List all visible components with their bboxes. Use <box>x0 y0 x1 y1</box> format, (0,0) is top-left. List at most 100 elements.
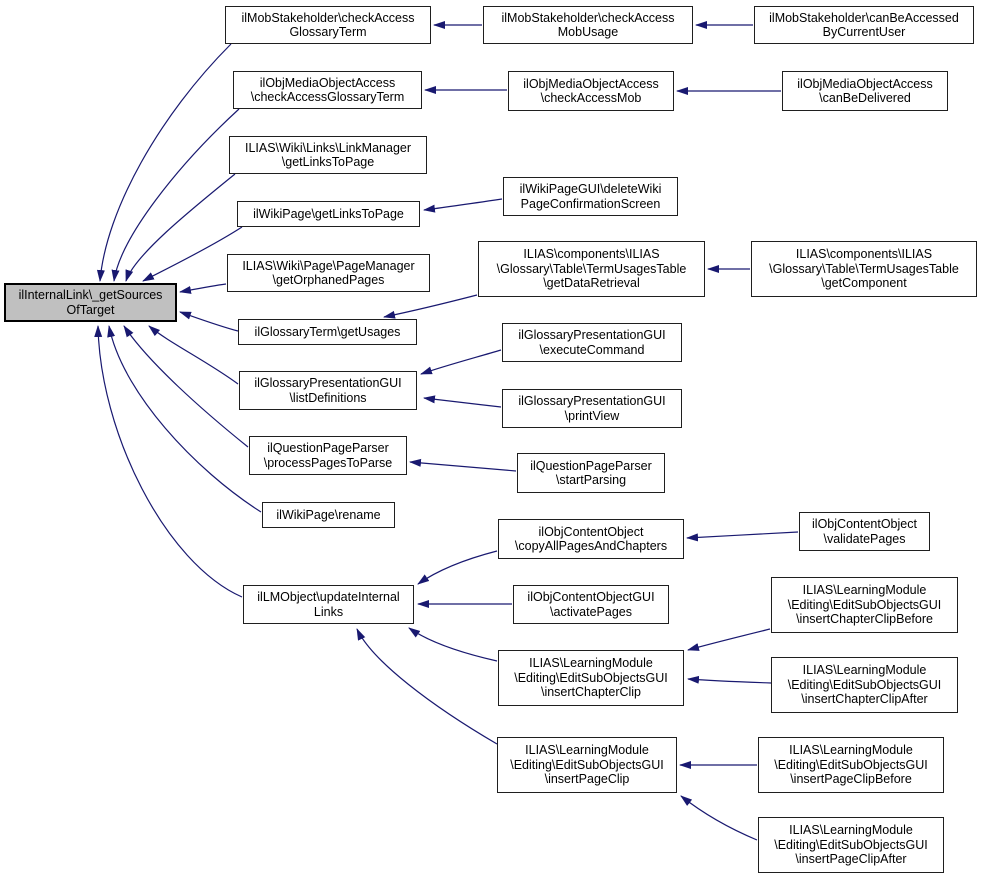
node-label-line: \checkAccessMob <box>540 91 642 105</box>
node-label-line: \getDataRetrieval <box>543 276 640 291</box>
node-label-line: \Glossary\Table\TermUsagesTable <box>769 261 959 276</box>
node-label-line: ilQuestionPageParser <box>267 441 389 455</box>
graph-node-il-glossary-presentation-gui-execute-command[interactable]: ilGlossaryPresentationGUI\executeCommand <box>502 323 682 362</box>
graph-node-il-glossary-presentation-gui-list-definitions[interactable]: ilGlossaryPresentationGUI\listDefinition… <box>239 371 417 410</box>
node-label-line: ILIAS\LearningModule <box>802 583 927 598</box>
graph-node-il-obj-content-object-gui-activate-pages[interactable]: ilObjContentObjectGUI\activatePages <box>513 585 669 624</box>
call-edge-n9-to-root <box>107 325 262 513</box>
graph-node-il-obj-content-object-validate-pages[interactable]: ilObjContentObject\validatePages <box>799 512 930 551</box>
node-label-line: ilGlossaryPresentationGUI <box>518 394 666 408</box>
node-label-line: ilMobStakeholder\canBeAccessed <box>769 10 959 25</box>
node-label-line: \startParsing <box>555 473 627 487</box>
node-label-line: ilObjMediaObjectAccess <box>259 75 396 90</box>
call-edge-m6-to-n7 <box>423 395 502 408</box>
call-edge-n4-to-root <box>142 226 243 282</box>
call-edge-n8-to-root <box>123 325 249 448</box>
node-label-line: ILIAS\LearningModule <box>529 656 653 671</box>
graph-node-edit-sub-objects-gui-insert-chapter-clip-before[interactable]: ILIAS\LearningModule\Editing\EditSubObje… <box>771 577 958 633</box>
call-edge-r4-to-m8 <box>686 531 799 542</box>
call-edge-r8-to-m11 <box>680 795 758 841</box>
call-edge-m8-to-n10 <box>417 550 498 585</box>
graph-node-edit-sub-objects-gui-insert-page-clip-after[interactable]: ILIAS\LearningModule\Editing\EditSubObje… <box>758 817 944 873</box>
node-label-line: \Editing\EditSubObjectsGUI <box>774 837 928 852</box>
node-label-line: \Glossary\Table\TermUsagesTable <box>496 261 687 276</box>
node-label-line: ilInternalLink\_getSources <box>18 288 163 302</box>
call-edge-m5-to-n7 <box>420 349 502 375</box>
node-label-line: \canBeDelivered <box>819 91 911 105</box>
call-edge-n7-to-root <box>148 325 239 385</box>
node-label-line: \insertPageClip <box>544 772 630 787</box>
call-edge-n10-to-root <box>94 325 243 598</box>
edge-group <box>94 21 799 841</box>
node-label-line: Links <box>313 604 344 619</box>
node-label-line: ILIAS\Wiki\Links\LinkManager <box>244 140 412 155</box>
graph-node-term-usages-table-get-component[interactable]: ILIAS\components\ILIAS\Glossary\Table\Te… <box>751 241 977 297</box>
node-label-line: ILIAS\components\ILIAS <box>523 247 660 262</box>
node-label-line: \processPagesToParse <box>263 455 393 470</box>
node-label-line: \Editing\EditSubObjectsGUI <box>510 757 664 772</box>
node-label-line: ilMobStakeholder\checkAccess <box>501 10 675 25</box>
node-label-line: ilObjMediaObjectAccess <box>523 76 659 91</box>
node-label-line: ilQuestionPageParser <box>530 458 652 473</box>
node-label-line: ilObjContentObject <box>538 524 644 539</box>
node-label-line: ilWikiPage\rename <box>276 507 381 522</box>
node-label-line: \Editing\EditSubObjectsGUI <box>514 670 668 685</box>
graph-node-il-wiki-page-get-links-to-page[interactable]: ilWikiPage\getLinksToPage <box>237 201 420 227</box>
graph-node-ilias-wiki-links-link-manager-get-links-to-page[interactable]: ILIAS\Wiki\Links\LinkManager\getLinksToP… <box>229 136 427 174</box>
call-edge-r5-to-m10 <box>687 628 771 651</box>
graph-node-il-glossary-term-get-usages[interactable]: ilGlossaryTerm\getUsages <box>238 319 417 345</box>
graph-node-il-obj-content-object-copy-all-pages-and-chapters[interactable]: ilObjContentObject\copyAllPagesAndChapte… <box>498 519 684 559</box>
node-label-line: ilLMObject\updateInternal <box>257 590 400 604</box>
graph-node-term-usages-table-get-data-retrieval[interactable]: ILIAS\components\ILIAS\Glossary\Table\Te… <box>478 241 705 297</box>
node-label-line: ILIAS\LearningModule <box>525 743 649 758</box>
node-label-line: \getComponent <box>821 276 907 291</box>
node-label-line: ILIAS\LearningModule <box>802 663 927 678</box>
node-label-line: \copyAllPagesAndChapters <box>514 539 668 553</box>
graph-node-edit-sub-objects-gui-insert-page-clip[interactable]: ILIAS\LearningModule\Editing\EditSubObje… <box>497 737 677 793</box>
node-label-line: ilWikiPage\getLinksToPage <box>253 206 404 221</box>
node-label-line: \listDefinitions <box>289 390 367 405</box>
graph-node-edit-sub-objects-gui-insert-page-clip-before[interactable]: ILIAS\LearningModule\Editing\EditSubObje… <box>758 737 944 793</box>
node-label-line: \insertChapterClip <box>540 685 642 700</box>
node-label-line: \Editing\EditSubObjectsGUI <box>774 757 928 772</box>
node-label-line: \insertChapterClipBefore <box>796 612 933 627</box>
node-label-line: ilGlossaryPresentationGUI <box>518 328 666 342</box>
graph-node-il-glossary-presentation-gui-print-view[interactable]: ilGlossaryPresentationGUI\printView <box>502 389 682 428</box>
node-label-line: \validatePages <box>823 531 906 546</box>
node-label-line: \getLinksToPage <box>281 155 375 169</box>
node-label-line: GlossaryTerm <box>289 25 367 39</box>
node-label-line: \activatePages <box>550 604 632 619</box>
call-edge-n5-to-root <box>179 283 227 294</box>
node-label-line: \insertChapterClipAfter <box>801 692 928 707</box>
node-label-line: ilGlossaryTerm\getUsages <box>254 324 401 339</box>
graph-node-il-question-page-parser-start-parsing[interactable]: ilQuestionPageParser\startParsing <box>517 453 665 493</box>
graph-node-il-question-page-parser-process-pages-to-parse[interactable]: ilQuestionPageParser\processPagesToParse <box>249 436 407 475</box>
node-label-line: \executeCommand <box>539 342 645 357</box>
node-label-line: ilObjContentObjectGUI <box>527 590 655 604</box>
graph-node-edit-sub-objects-gui-insert-chapter-clip-after[interactable]: ILIAS\LearningModule\Editing\EditSubObje… <box>771 657 958 713</box>
graph-node-il-obj-media-object-access-can-be-delivered[interactable]: ilObjMediaObjectAccess\canBeDelivered <box>782 71 948 111</box>
node-label-line: \Editing\EditSubObjectsGUI <box>787 677 942 692</box>
call-edge-m4-to-n6 <box>383 294 478 319</box>
node-label-line: ilGlossaryPresentationGUI <box>254 376 402 390</box>
graph-node-il-obj-media-object-access-check-access-glossary-term[interactable]: ilObjMediaObjectAccess\checkAccessGlossa… <box>233 71 422 109</box>
graph-node-il-wiki-page-rename[interactable]: ilWikiPage\rename <box>262 502 395 528</box>
call-edge-n2-to-root <box>111 108 240 282</box>
node-label-line: ByCurrentUser <box>822 25 906 39</box>
node-label-line: ILIAS\components\ILIAS <box>795 247 933 262</box>
node-label-line: ILIAS\LearningModule <box>789 823 913 838</box>
graph-node-edit-sub-objects-gui-insert-chapter-clip[interactable]: ILIAS\LearningModule\Editing\EditSubObje… <box>498 650 684 706</box>
node-label-line: ilObjMediaObjectAccess <box>797 76 933 91</box>
node-label-line: ilObjContentObject <box>812 517 917 531</box>
call-edge-n1-to-root <box>96 43 232 282</box>
graph-node-il-obj-media-object-access-check-access-mob[interactable]: ilObjMediaObjectAccess\checkAccessMob <box>508 71 674 111</box>
graph-node-ilias-wiki-page-page-manager-get-orphaned-pages[interactable]: ILIAS\Wiki\Page\PageManager\getOrphanedP… <box>227 254 430 292</box>
call-edge-m11-to-n10 <box>356 628 498 745</box>
